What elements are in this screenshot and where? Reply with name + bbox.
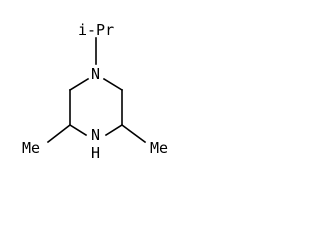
atom-labels: i-Pr N N H Me Me — [22, 21, 168, 162]
nitrogen-top-label: N — [91, 65, 100, 83]
piperazine-structure-diagram: i-Pr N N H Me Me — [22, 21, 168, 162]
bond-c6-n1 — [102, 77, 124, 92]
bond-c3-methyl — [46, 123, 72, 144]
bonds — [46, 37, 147, 144]
bond-n1-c2 — [68, 77, 90, 92]
methyl-left-label: Me — [22, 139, 40, 157]
nitrogen-hydrogen-label: H — [91, 144, 100, 162]
bond-c5-methyl — [120, 123, 147, 144]
bond-c3-n4 — [68, 123, 88, 137]
methyl-right-label: Me — [150, 139, 168, 157]
nitrogen-bottom-label: N — [91, 126, 100, 144]
bond-n4-c5 — [104, 123, 124, 137]
isopropyl-label: i-Pr — [78, 21, 114, 39]
